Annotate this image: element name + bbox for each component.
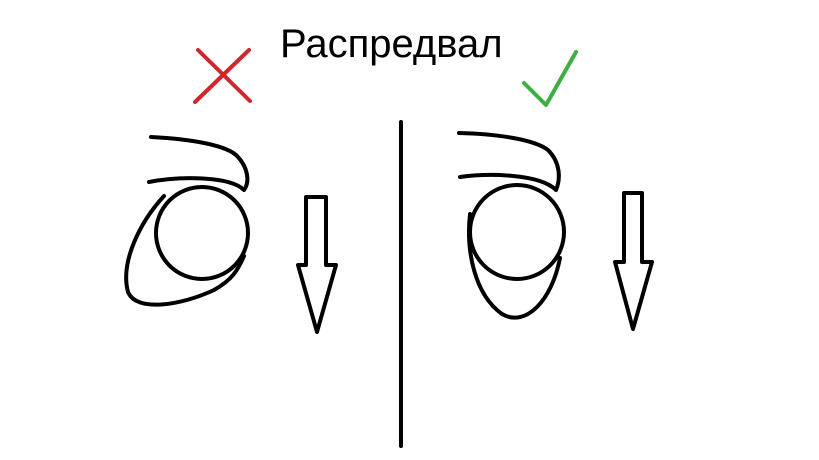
right-cam-lobe: [467, 212, 562, 320]
check-icon: [522, 50, 578, 107]
down-arrow-icon: [613, 191, 654, 331]
left-camshaft-illustration: [124, 135, 250, 307]
left-housing-curve: [147, 135, 250, 192]
diagram-title: Распредвал: [280, 22, 503, 66]
left-base-circle: [154, 185, 250, 281]
cross-icon: [193, 48, 252, 104]
right-camshaft-illustration: [457, 131, 566, 320]
down-arrow-icon: [296, 195, 338, 334]
left-cam-lobe: [124, 194, 246, 307]
right-base-circle: [468, 183, 566, 281]
right-housing-curve: [457, 131, 561, 192]
